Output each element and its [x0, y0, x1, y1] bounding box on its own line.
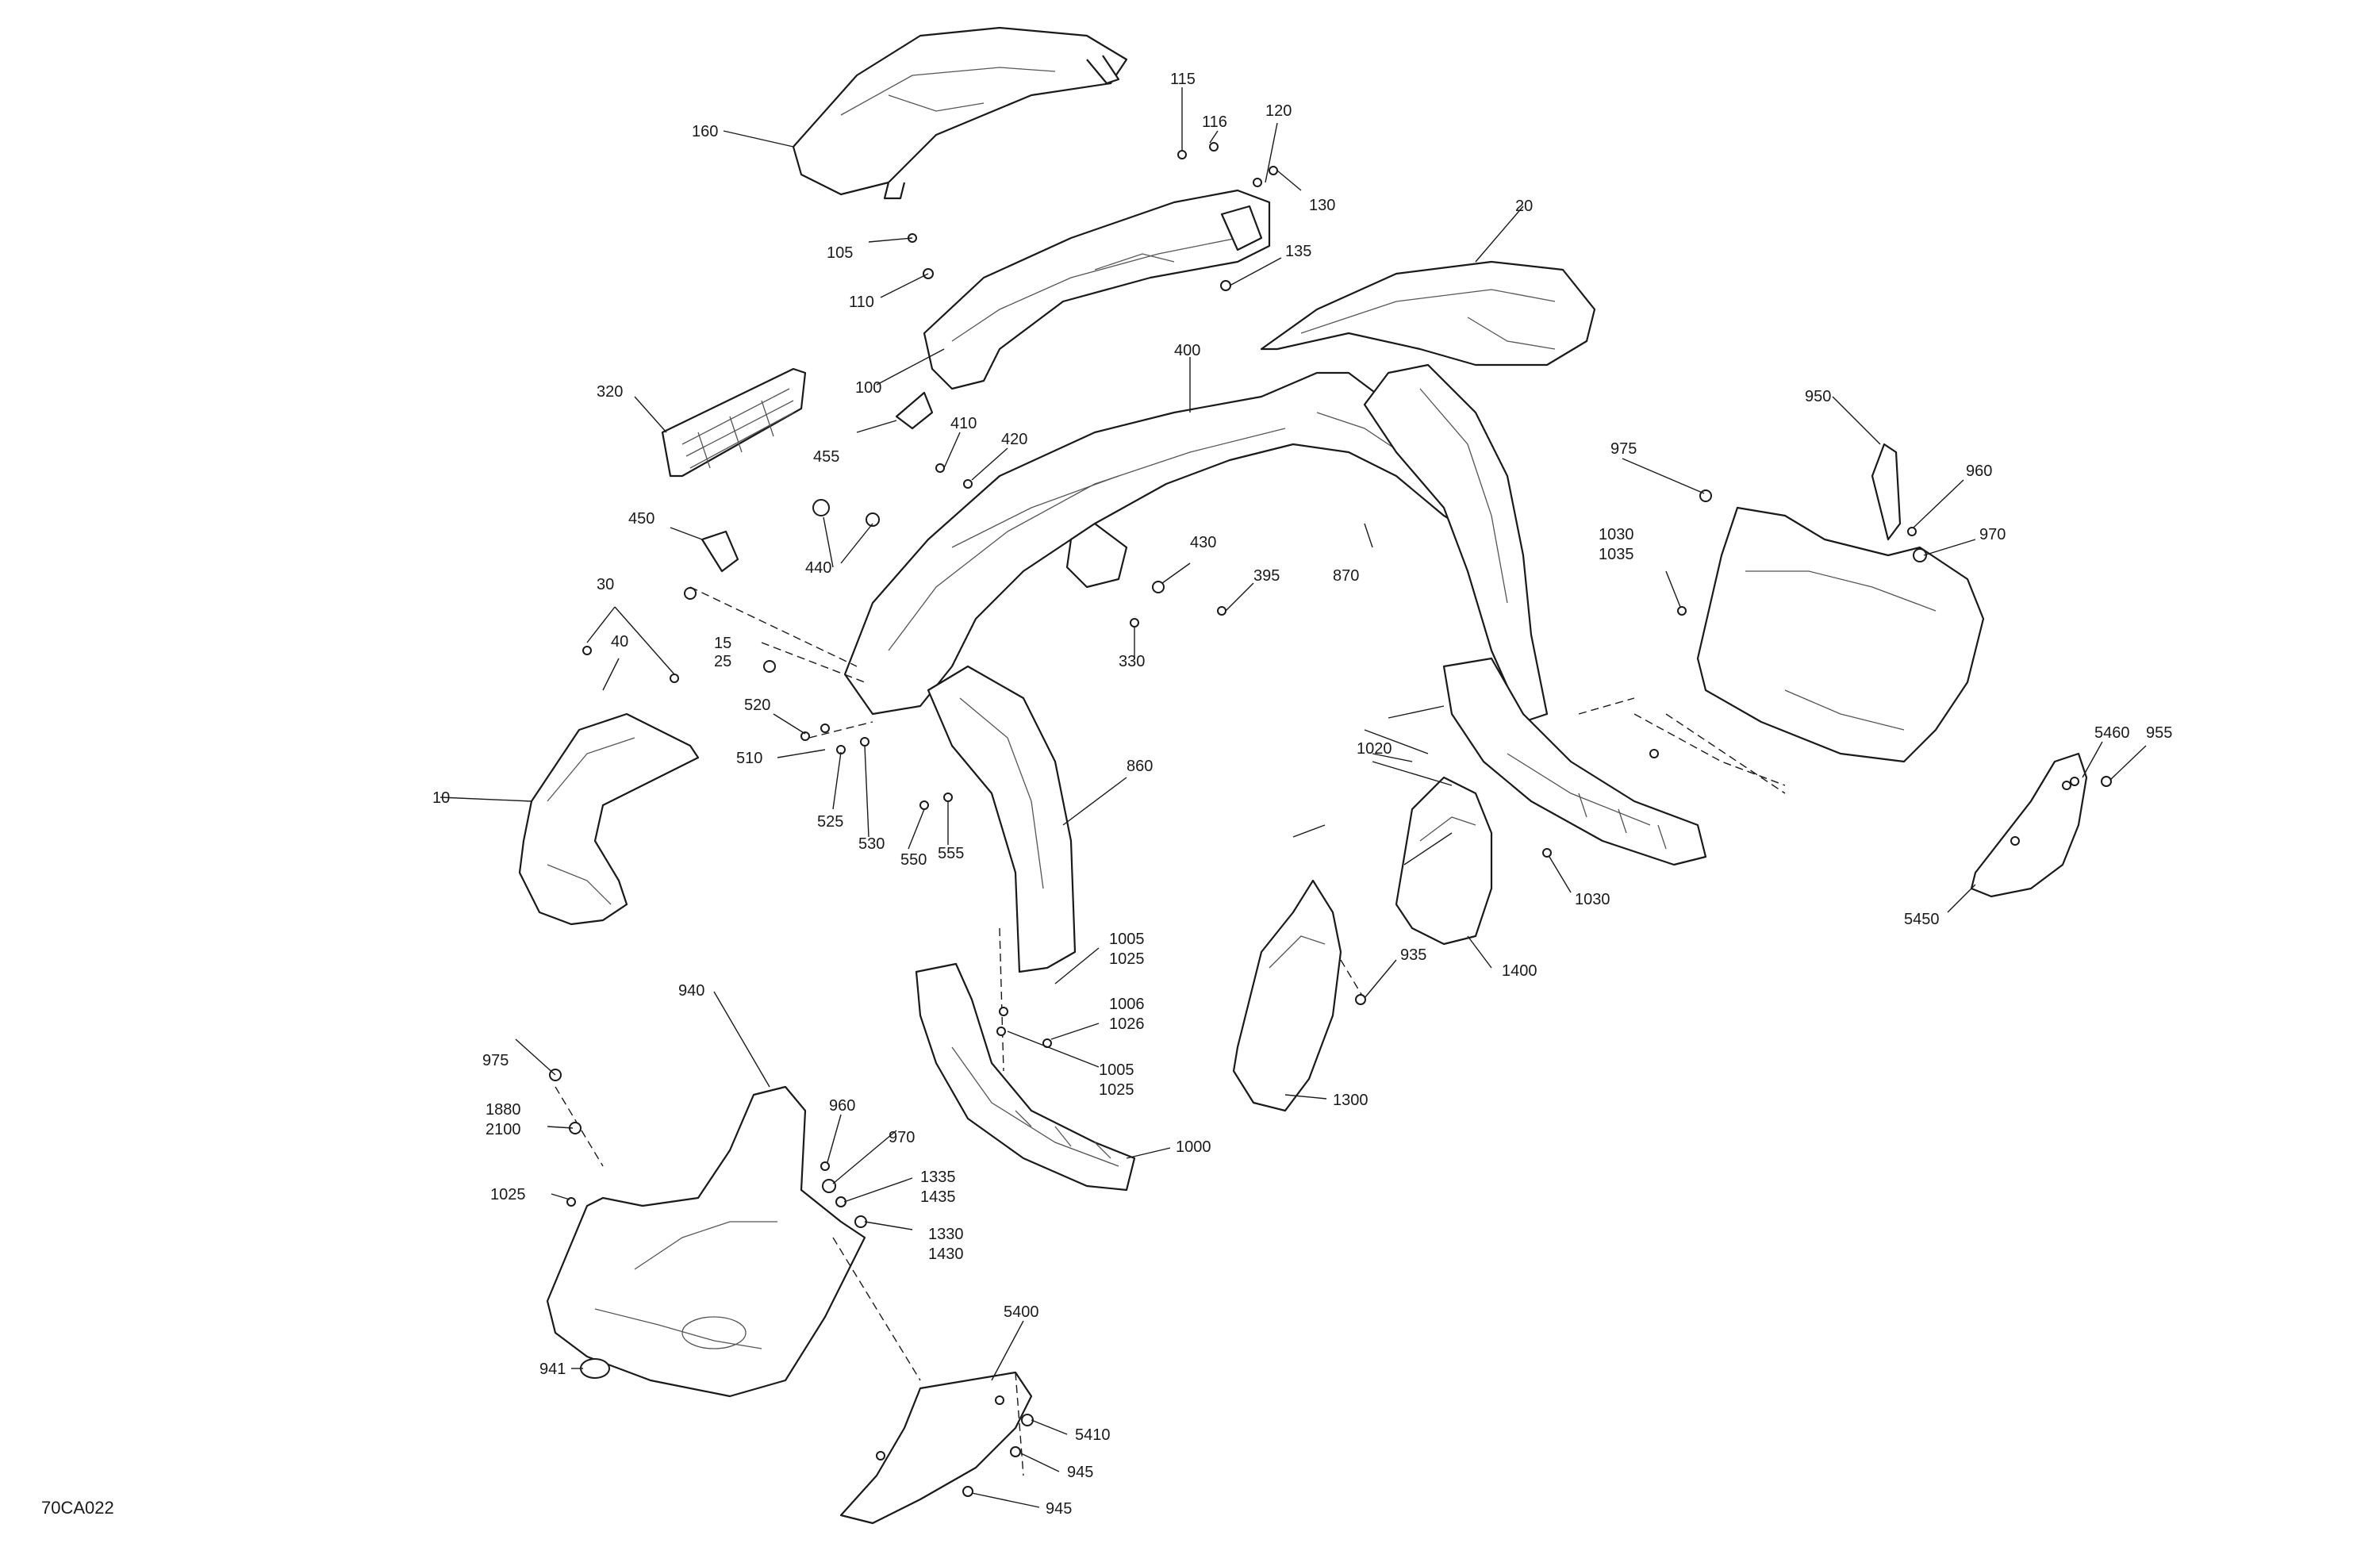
label-1025-left: 1025 — [490, 1186, 526, 1203]
label-510: 510 — [736, 750, 762, 767]
label-15: 15 — [714, 635, 731, 652]
label-2100: 2100 — [486, 1121, 521, 1138]
label-1025-bottom: 1025 — [1099, 1081, 1134, 1099]
part-450-plate — [701, 530, 739, 573]
label-935: 935 — [1400, 946, 1426, 964]
label-955: 955 — [2146, 724, 2172, 742]
label-945-lower: 945 — [1046, 1500, 1072, 1518]
label-520: 520 — [744, 697, 770, 714]
label-400: 400 — [1174, 342, 1200, 359]
label-530: 530 — [858, 835, 885, 853]
label-30: 30 — [597, 576, 614, 593]
label-970-left: 970 — [889, 1129, 915, 1146]
label-430: 430 — [1190, 534, 1216, 551]
part-100-rear-upper-frame — [923, 189, 1271, 390]
label-5460: 5460 — [2094, 724, 2130, 742]
label-410: 410 — [950, 415, 977, 432]
fasteners — [549, 142, 2112, 1497]
label-1006: 1006 — [1109, 996, 1145, 1013]
label-1005-bottom: 1005 — [1099, 1061, 1134, 1079]
part-860-left-pillar — [927, 665, 1077, 973]
label-950: 950 — [1805, 388, 1831, 405]
label-450: 450 — [628, 510, 654, 528]
label-5410: 5410 — [1075, 1426, 1111, 1444]
label-960-right: 960 — [1966, 463, 1992, 480]
label-1335: 1335 — [920, 1169, 956, 1186]
callout-labels: 160 115 116 120 130 135 105 110 100 20 4… — [41, 71, 2172, 1518]
label-970-right: 970 — [1979, 526, 2006, 543]
label-395: 395 — [1253, 567, 1280, 585]
label-330: 330 — [1119, 653, 1145, 670]
label-555: 555 — [938, 845, 964, 862]
part-1400-right-trim — [1395, 776, 1493, 946]
label-1880: 1880 — [486, 1101, 521, 1119]
label-1025-top: 1025 — [1109, 950, 1145, 968]
label-1035: 1035 — [1599, 546, 1634, 563]
label-1400: 1400 — [1502, 962, 1537, 980]
label-860: 860 — [1127, 758, 1153, 775]
leader-lines — [440, 87, 2147, 1508]
label-960-left: 960 — [829, 1097, 855, 1115]
label-135: 135 — [1285, 243, 1311, 260]
label-5400: 5400 — [1004, 1303, 1039, 1321]
part-870-right-pillar — [1363, 363, 1549, 724]
part-5400-heat-shield — [839, 1371, 1033, 1525]
label-420: 420 — [1001, 431, 1027, 448]
label-320: 320 — [597, 383, 623, 401]
part-320-grille — [661, 367, 807, 478]
label-110: 110 — [849, 294, 874, 311]
part-5450-right-heat-shield — [1970, 752, 2088, 898]
label-1030-bottom: 1030 — [1575, 891, 1610, 908]
label-870: 870 — [1333, 567, 1359, 585]
label-440: 440 — [805, 559, 831, 577]
label-160: 160 — [692, 123, 718, 140]
part-455-plate — [895, 391, 934, 430]
part-1000-left-rocker — [915, 962, 1136, 1192]
label-1435: 1435 — [920, 1188, 956, 1206]
label-975-right: 975 — [1610, 440, 1637, 458]
label-130: 130 — [1309, 197, 1335, 214]
part-1020-right-rocker — [1442, 657, 1707, 866]
label-1030-top: 1030 — [1599, 526, 1634, 543]
label-941: 941 — [539, 1361, 566, 1378]
label-1330: 1330 — [928, 1226, 964, 1243]
part-10-rear-corner — [518, 712, 700, 926]
label-105: 105 — [827, 244, 853, 262]
label-525: 525 — [817, 813, 843, 831]
label-120: 120 — [1265, 102, 1292, 120]
assembly-lines — [555, 586, 1786, 1476]
label-40: 40 — [611, 633, 628, 651]
label-116: 116 — [1202, 113, 1227, 131]
part-1300-right-panel — [1232, 879, 1342, 1112]
label-975-left: 975 — [482, 1052, 509, 1069]
label-1000: 1000 — [1176, 1138, 1211, 1156]
label-25: 25 — [714, 653, 731, 670]
diagram-code: 70CA022 — [41, 1498, 114, 1518]
label-1430: 1430 — [928, 1246, 964, 1263]
part-950-right-floor-pan — [1696, 443, 1985, 763]
label-1026: 1026 — [1109, 1015, 1145, 1033]
label-550: 550 — [900, 851, 927, 869]
label-1005-top: 1005 — [1109, 931, 1145, 948]
part-160-top-cover — [792, 26, 1128, 200]
label-1300: 1300 — [1333, 1092, 1368, 1109]
part-20-panel — [1260, 260, 1596, 367]
part-941-plug — [580, 1358, 610, 1379]
label-1020: 1020 — [1357, 740, 1392, 758]
part-400-main-arch — [843, 371, 1493, 716]
label-945-upper: 945 — [1067, 1464, 1093, 1481]
label-5450: 5450 — [1904, 911, 1940, 928]
part-940-left-floor-pan — [546, 1085, 866, 1398]
label-100: 100 — [855, 379, 881, 397]
label-10: 10 — [432, 789, 450, 807]
label-115: 115 — [1170, 71, 1196, 88]
label-20: 20 — [1515, 198, 1533, 215]
label-940: 940 — [678, 982, 704, 1000]
label-455: 455 — [813, 448, 839, 466]
